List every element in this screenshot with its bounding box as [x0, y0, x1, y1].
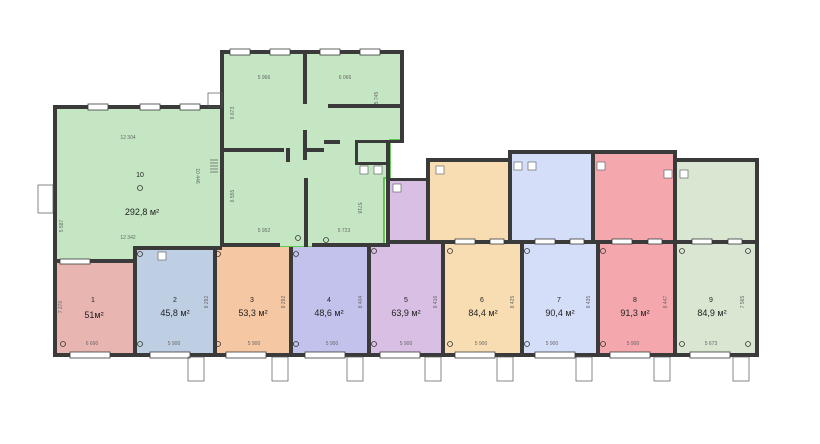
unit-8-label: 8 91,3 м² 5 900 8 447	[620, 296, 669, 347]
dim-label: 7 565	[740, 296, 746, 309]
unit-10-label: 10 292,8 м²	[125, 172, 159, 217]
unit-number: 5	[404, 297, 408, 304]
dim-label: 5 587	[59, 220, 65, 233]
unit-6-label: 6 84,4 м² 5 900 8 425	[468, 296, 516, 347]
unit-7-label: 7 90,4 м² 5 900 8 435	[545, 296, 592, 347]
unit-10-dimensions: 12 304 12 342 10 446 5 587 5 966 6 066 5…	[59, 75, 380, 241]
unit-number: 4	[327, 297, 331, 304]
unit-3-fill[interactable]	[215, 247, 291, 355]
unit-2-label: 2 45,8 м² 5 900 8 292	[160, 296, 210, 347]
unit-area: 91,3 м²	[620, 308, 649, 318]
dim-label: 8 404	[358, 296, 364, 309]
unit-number: 10	[136, 172, 144, 179]
unit-area: 84,9 м²	[697, 308, 726, 318]
dim-label: 5 952	[258, 228, 271, 234]
unit-1-fill[interactable]	[55, 263, 135, 355]
unit-area: 45,8 м²	[160, 308, 189, 318]
unit-5-fill[interactable]	[369, 244, 443, 355]
dim-label: 6 673	[230, 107, 236, 120]
dim-label: 5 745	[374, 92, 380, 105]
dim-label: 5 900	[627, 341, 640, 347]
rear-windows	[454, 238, 743, 245]
unit-4-fill[interactable]	[291, 247, 369, 355]
unit-6-fill[interactable]	[443, 244, 522, 355]
unit-9-fill[interactable]	[675, 244, 757, 355]
unit-5-label: 5 63,9 м² 5 900 8 416	[391, 296, 439, 347]
dim-label: 5 900	[326, 341, 339, 347]
unit-4-label: 4 48,6 м² 5 900 8 404	[314, 296, 364, 347]
unit-8-rear	[593, 152, 675, 244]
unit-number: 8	[633, 297, 637, 304]
unit-number: 2	[173, 297, 177, 304]
unit-area: 63,9 м²	[391, 308, 420, 318]
dim-label: 8 425	[510, 296, 516, 309]
unit-area: 90,4 м²	[545, 308, 574, 318]
unit-9-label: 9 84,9 м² 5 673 7 565	[697, 296, 746, 347]
unit-number: 7	[557, 297, 561, 304]
dim-label: 6 555	[230, 190, 236, 203]
unit-area: 53,3 м²	[238, 308, 267, 318]
dim-label: 5 900	[546, 341, 559, 347]
dim-label: 5 900	[248, 341, 261, 347]
unit-2-fill[interactable]	[137, 250, 215, 355]
dim-label: 5718	[356, 202, 362, 213]
dim-label: 5 900	[400, 341, 413, 347]
dim-label: 8 435	[586, 296, 592, 309]
unit-area: 292,8 м²	[125, 207, 159, 217]
unit-area: 84,4 м²	[468, 308, 497, 318]
unit-number: 1	[91, 297, 95, 304]
unit-7-rear	[510, 152, 593, 244]
stair-icon	[210, 159, 218, 173]
dim-label: 6 066	[339, 75, 352, 81]
dim-label: 12 304	[120, 135, 136, 141]
dim-label: 5 723	[338, 228, 351, 234]
dim-label: 6 690	[86, 341, 99, 347]
front-windows	[69, 351, 731, 359]
dim-label: 12 342	[120, 235, 136, 241]
unit-1-label: 1 51м² 6 690 7 270	[58, 297, 104, 347]
unit-number: 3	[250, 297, 254, 304]
unit-10-fill	[55, 52, 402, 263]
windows-unit-10	[59, 48, 381, 265]
dim-label: 5 966	[258, 75, 271, 81]
dim-label: 7 270	[58, 301, 64, 314]
dim-label: 8 292	[204, 296, 210, 309]
sink-icon	[157, 161, 689, 261]
dim-label: 8 447	[663, 296, 669, 309]
unit-number: 6	[480, 297, 484, 304]
dim-label: 8 292	[281, 296, 287, 309]
dim-label: 5 900	[168, 341, 181, 347]
dim-label: 10 446	[194, 168, 200, 184]
column-icons	[60, 185, 751, 347]
unit-8-fill[interactable]	[598, 244, 675, 355]
unit-7-fill[interactable]	[522, 244, 598, 355]
dim-label: 5 673	[705, 341, 718, 347]
entrance-steps	[37, 92, 750, 382]
unit-9-rear	[675, 160, 757, 244]
dim-label: 5 900	[475, 341, 488, 347]
dim-label: 8 416	[433, 296, 439, 309]
unit-3-label: 3 53,3 м² 5 900 8 292	[238, 296, 287, 347]
unit-area: 51м²	[84, 310, 103, 320]
unit-area: 48,6 м²	[314, 308, 343, 318]
unit-number: 9	[709, 297, 713, 304]
